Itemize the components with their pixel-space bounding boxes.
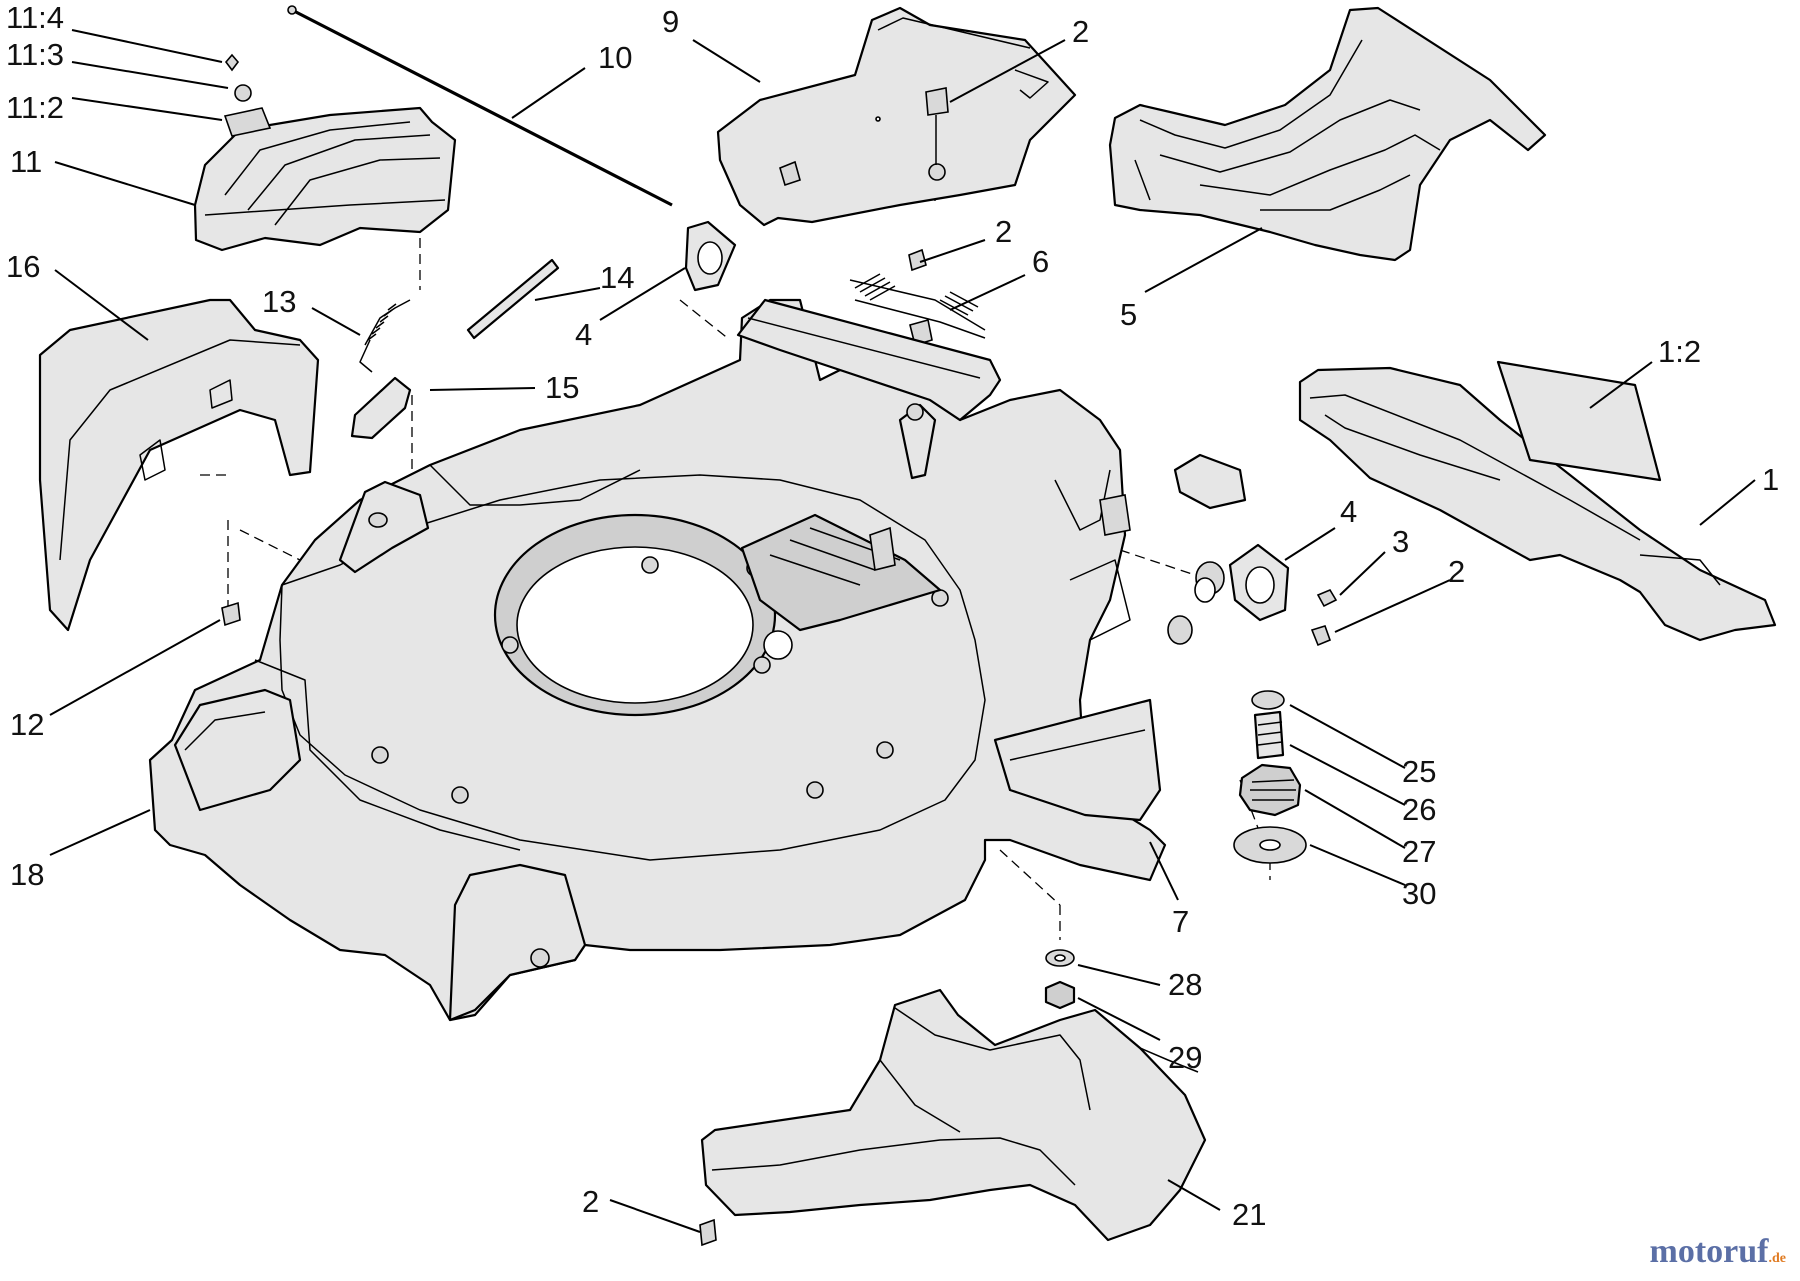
callout-13: 13 — [262, 284, 296, 319]
callout-4-right: 4 — [1340, 494, 1357, 529]
watermark-text: motoruf — [1649, 1233, 1769, 1270]
part-4-bracket-a — [684, 220, 737, 292]
callout-3: 3 — [1392, 524, 1409, 559]
callout-10: 10 — [598, 40, 632, 75]
callout-9: 9 — [662, 4, 679, 39]
callout-16: 16 — [6, 249, 40, 284]
part-1-flap — [1298, 360, 1777, 642]
part-5-deflector — [1108, 6, 1547, 262]
hardware-bolts — [221, 588, 1338, 1247]
callout-27: 27 — [1402, 834, 1436, 869]
callout-28: 28 — [1168, 967, 1202, 1002]
callout-1: 1 — [1762, 462, 1779, 497]
callout-1-2: 1:2 — [1658, 334, 1701, 369]
springs-and-rod — [350, 258, 560, 440]
callout-15: 15 — [545, 370, 579, 405]
blade-hardware — [1233, 690, 1307, 864]
deck-body — [148, 298, 1247, 1022]
callout-30: 30 — [1402, 876, 1436, 911]
callout-11-4: 11:4 — [6, 0, 64, 35]
callout-2-bottom: 2 — [582, 1184, 599, 1219]
callout-2-top: 2 — [1072, 14, 1089, 49]
watermark-suffix: .de — [1768, 1251, 1787, 1266]
part-11-cover — [193, 53, 457, 252]
callout-14: 14 — [600, 260, 634, 295]
callout-2-mid: 2 — [995, 214, 1012, 249]
washer-and-nut — [1044, 949, 1076, 1010]
watermark-logo: motoruf.de — [1650, 1233, 1786, 1271]
part-21-chute — [700, 988, 1207, 1242]
part-9-shield — [716, 6, 1077, 272]
callout-26: 26 — [1402, 792, 1436, 827]
callout-25: 25 — [1402, 754, 1436, 789]
callout-21: 21 — [1232, 1197, 1266, 1232]
callout-4-left: 4 — [575, 317, 592, 352]
part-16-side-cover — [38, 298, 320, 632]
callout-29: 29 — [1168, 1040, 1202, 1075]
part-4-bracket-b — [1228, 543, 1290, 622]
callout-7: 7 — [1172, 904, 1189, 939]
part-10-rod — [287, 5, 673, 207]
callout-12: 12 — [10, 707, 44, 742]
callout-labels: 11:4 11:3 11:2 11 16 13 14 15 12 18 10 4… — [6, 0, 1779, 1232]
callout-5: 5 — [1120, 297, 1137, 332]
callout-11-3: 11:3 — [6, 37, 64, 72]
callout-11-2: 11:2 — [6, 90, 64, 125]
callout-2-right: 2 — [1448, 554, 1465, 589]
callout-18: 18 — [10, 857, 44, 892]
leader-lines — [49, 29, 1756, 1233]
callout-11: 11 — [10, 144, 42, 179]
callout-6: 6 — [1032, 244, 1049, 279]
